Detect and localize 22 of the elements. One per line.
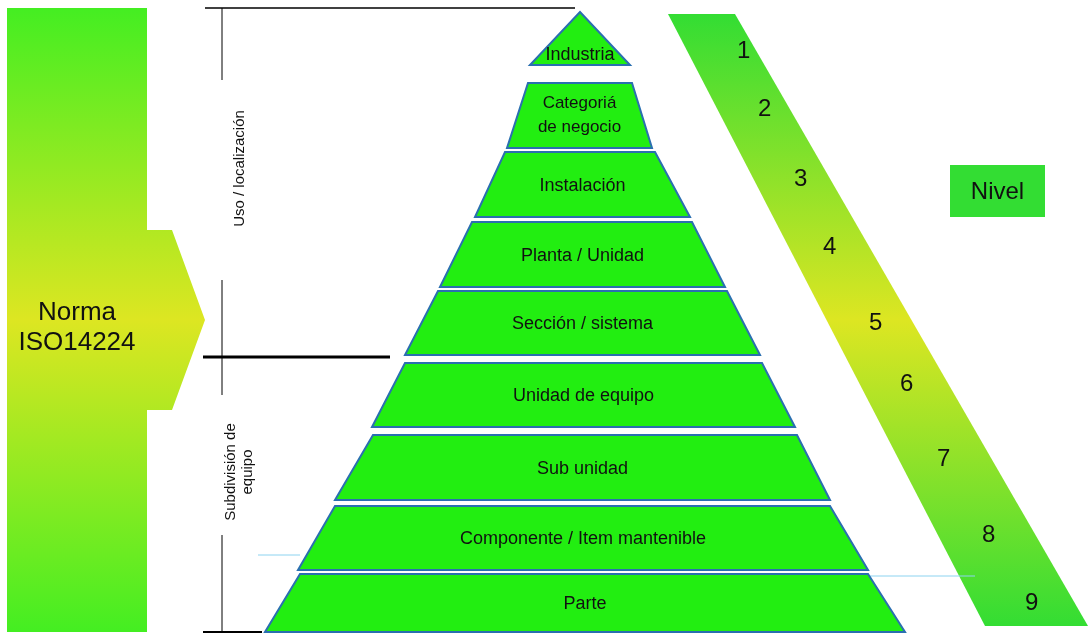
level-label: Parte	[562, 592, 608, 615]
bracket-label: Subdivisión de equipo	[221, 422, 255, 523]
level-tag: Nivel	[950, 165, 1045, 217]
level-number: 6	[900, 369, 914, 397]
level-label: Sub unidad	[535, 456, 630, 480]
standard-label: Norma ISO14224	[17, 296, 137, 356]
level-number: 8	[982, 520, 996, 548]
level-label: Categoriá de negocio	[536, 92, 623, 138]
level-label: Sección / sistema	[510, 312, 655, 335]
level-number: 7	[937, 444, 951, 472]
bracket-label: Uso / localización	[229, 109, 247, 229]
level-label: Unidad de equipo	[511, 384, 656, 407]
level-label: Industria	[544, 43, 616, 66]
level-number: 1	[737, 36, 751, 64]
level-number: 2	[758, 94, 772, 122]
level-number: 5	[869, 308, 883, 336]
level-number: 3	[794, 164, 808, 192]
level-label: Componente / Item mantenible	[458, 527, 708, 550]
level-number: 4	[823, 232, 837, 260]
level-label: Instalación	[538, 173, 627, 197]
level-number: 9	[1025, 588, 1039, 616]
level-label: Planta / Unidad	[519, 243, 646, 267]
